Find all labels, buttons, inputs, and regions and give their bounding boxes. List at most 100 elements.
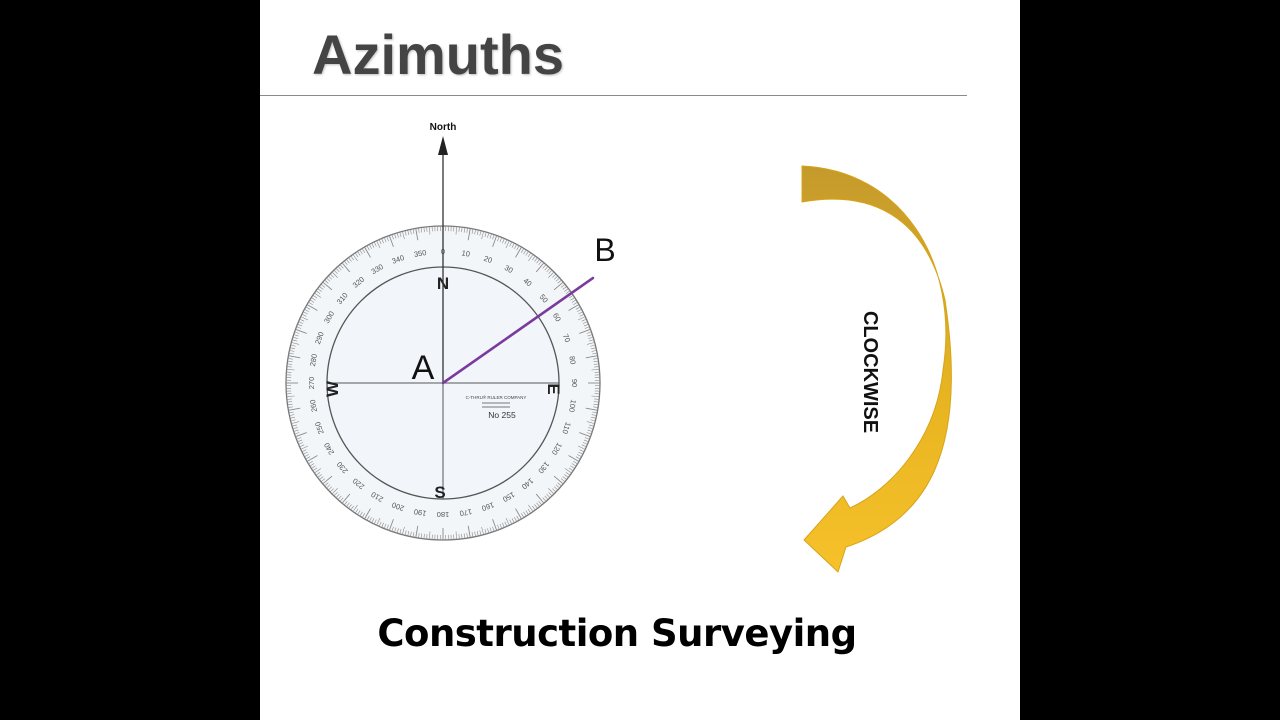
degree-tick xyxy=(573,301,578,305)
degree-tick xyxy=(502,238,505,244)
degree-tick xyxy=(288,352,294,355)
degree-tick xyxy=(314,292,322,298)
degree-tick xyxy=(399,529,402,535)
degree-tick xyxy=(544,495,549,500)
degree-tick xyxy=(583,439,589,443)
degree-tick xyxy=(525,251,529,256)
degree-tick xyxy=(583,323,589,327)
degree-tick xyxy=(287,406,293,408)
degree-tick xyxy=(306,304,318,311)
degree-tick xyxy=(308,461,313,465)
degree-tick xyxy=(577,445,586,450)
degree-tick xyxy=(593,403,599,406)
degree-tick xyxy=(479,530,482,536)
degree-tick xyxy=(335,267,340,273)
degree-label: 110 xyxy=(560,421,573,435)
degree-tick xyxy=(564,288,569,292)
degree-tick xyxy=(294,432,300,435)
degree-tick xyxy=(373,519,377,525)
degree-tick xyxy=(426,226,428,232)
degree-tick xyxy=(514,244,517,249)
degree-tick xyxy=(565,290,571,294)
degree-tick xyxy=(386,236,389,242)
degree-tick xyxy=(552,488,557,493)
degree-tick xyxy=(591,347,597,350)
degree-tick xyxy=(297,323,303,327)
degree-tick xyxy=(407,531,410,537)
degree-tick xyxy=(523,249,527,255)
degree-tick xyxy=(320,478,326,483)
degree-tick xyxy=(288,407,301,411)
degree-tick xyxy=(487,232,490,238)
degree-tick xyxy=(386,524,389,530)
degree-label: 80 xyxy=(567,355,577,365)
degree-tick xyxy=(289,347,295,350)
degree-tick xyxy=(532,255,536,261)
degree-tick xyxy=(302,451,308,455)
degree-tick xyxy=(359,511,363,517)
degree-tick xyxy=(350,255,354,261)
degree-tick xyxy=(536,259,540,264)
degree-tick xyxy=(489,233,492,239)
degree-tick xyxy=(426,534,428,540)
degree-tick xyxy=(350,505,354,511)
degree-label: 200 xyxy=(391,500,406,513)
degree-tick xyxy=(588,427,594,430)
degree-tick xyxy=(484,529,487,535)
degree-tick xyxy=(311,297,316,301)
clockwise-arrow-body xyxy=(801,165,952,573)
degree-tick xyxy=(528,254,534,262)
degree-tick xyxy=(467,228,471,241)
degree-tick xyxy=(364,246,371,258)
degree-tick xyxy=(412,532,415,538)
degree-tick xyxy=(319,476,324,480)
degree-tick xyxy=(294,331,300,334)
degree-tick xyxy=(298,442,304,445)
degree-tick xyxy=(404,230,407,236)
degree-tick xyxy=(553,275,559,280)
degree-tick xyxy=(301,449,307,453)
degree-tick xyxy=(509,519,513,525)
degree-tick xyxy=(418,533,420,539)
degree-tick xyxy=(516,245,520,251)
degree-tick xyxy=(560,478,566,483)
degree-tick xyxy=(555,277,560,282)
degree-tick xyxy=(376,517,381,526)
degree-tick xyxy=(557,279,562,284)
degree-tick xyxy=(415,228,419,241)
degree-tick xyxy=(326,277,331,282)
degree-tick xyxy=(315,472,321,476)
degree-tick xyxy=(320,283,326,288)
degree-tick xyxy=(546,493,551,499)
degree-label: 260 xyxy=(308,399,319,413)
degree-tick xyxy=(287,358,293,360)
degree-tick xyxy=(322,475,333,485)
degree-tick xyxy=(481,231,484,240)
degree-tick xyxy=(467,525,471,538)
degree-tick xyxy=(505,240,510,249)
degree-tick xyxy=(474,531,476,537)
degree-tick xyxy=(287,403,293,406)
degree-label: 20 xyxy=(483,254,494,265)
degree-tick xyxy=(527,252,532,258)
degree-tick xyxy=(369,517,372,522)
degree-tick xyxy=(479,230,482,236)
degree-tick xyxy=(579,449,585,453)
degree-tick xyxy=(555,484,560,489)
degree-label: 290 xyxy=(313,331,326,346)
degree-tick xyxy=(394,527,397,533)
degree-tick xyxy=(471,228,474,234)
degree-tick xyxy=(553,486,559,491)
degree-tick xyxy=(329,488,334,493)
degree-tick xyxy=(420,227,423,233)
degree-label: 70 xyxy=(561,333,572,344)
degree-tick xyxy=(525,510,529,515)
degree-tick xyxy=(585,407,598,411)
degree-tick xyxy=(499,237,503,243)
degree-tick xyxy=(584,437,590,440)
degree-tick xyxy=(509,241,513,247)
degree-tick xyxy=(593,360,599,363)
degree-tick xyxy=(420,533,423,539)
degree-label: 250 xyxy=(313,421,326,436)
degree-tick xyxy=(575,456,581,460)
